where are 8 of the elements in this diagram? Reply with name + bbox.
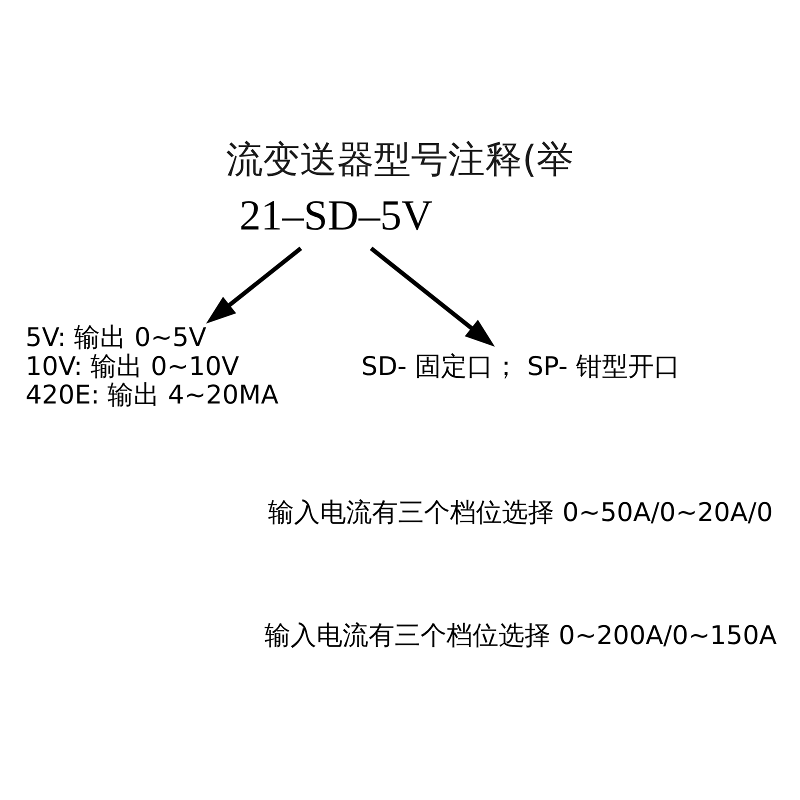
label: 输入电流有三个档位选择 0~200A/0~150A [264, 620, 777, 651]
node-text: 21–SD–5V [239, 192, 433, 240]
arrow [206, 246, 302, 324]
diagram-title: 流变送器型号注释(举 [226, 137, 574, 182]
node-text: 5V: 输出 0~5V 10V: 输出 0~10V 420E: 输出 4~20MA [25, 323, 279, 410]
label: 输入电流有三个档位选择 0~50A/0~20A/0 [268, 498, 773, 528]
arrow [370, 246, 495, 347]
node-text: SD- 固定口； SP- 钳型开口 [361, 352, 680, 382]
